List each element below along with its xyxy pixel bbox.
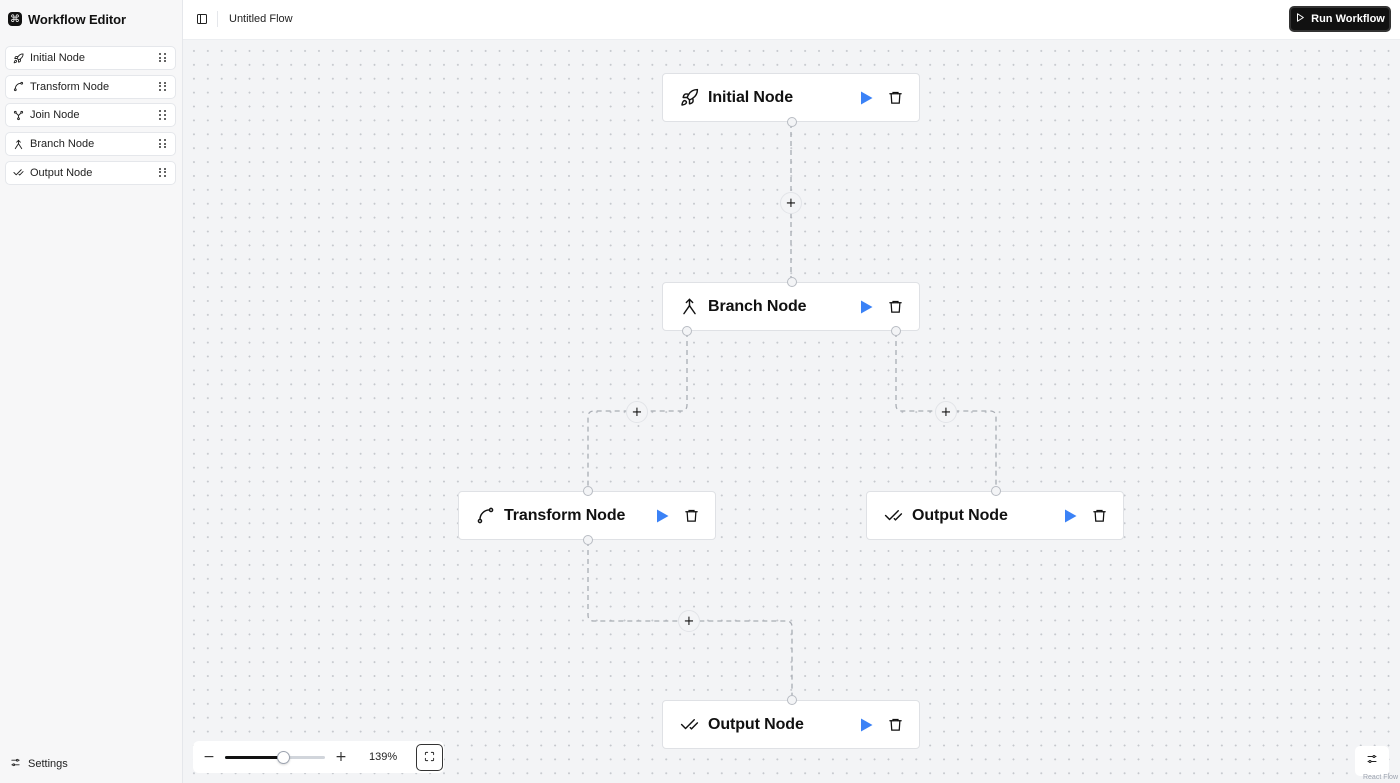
node-output-bottom[interactable]: Output Node [662,695,920,749]
palette-item-label: Output Node [30,166,93,179]
drag-handle-icon[interactable] [159,81,167,92]
source-handle-left[interactable] [682,326,692,336]
split-icon [679,297,699,317]
trash-icon[interactable] [1091,508,1107,524]
run-workflow-label: Run Workflow [1311,13,1385,25]
palette-item-join-node[interactable]: Join Node [5,103,176,128]
drag-handle-icon[interactable] [159,110,167,120]
source-handle[interactable] [583,535,593,545]
check-check-icon [13,167,24,178]
palette-item-label: Initial Node [30,52,86,64]
palette-item-label: Transform Node [30,80,110,93]
node-title: Transform Node [504,506,626,524]
palette-item-label: Join Node [30,109,80,122]
target-handle[interactable] [991,486,1001,496]
trash-icon[interactable] [887,90,903,106]
drag-handle-icon[interactable] [159,53,167,63]
run-node-icon[interactable] [859,90,873,106]
node-title: Output Node [708,715,804,733]
zoom-in-button[interactable]: + [335,749,347,765]
zoom-slider-fill [225,756,283,759]
palette-item-label: Branch Node [30,138,95,151]
command-icon: ⌘ [8,12,22,26]
node-title: Output Node [912,506,1008,524]
target-handle[interactable] [787,277,797,287]
trash-icon[interactable] [887,717,903,733]
node-output-right[interactable]: Output Node [866,486,1124,540]
canvas-settings-button[interactable] [1355,746,1389,776]
trash-icon[interactable] [887,299,903,315]
drag-handle-icon[interactable] [159,139,167,149]
sidebar-toggle-icon[interactable] [195,12,209,26]
run-node-icon[interactable] [1063,508,1077,524]
zoom-level: 139% [369,751,398,763]
node-palette: Initial Node Transform Node Join Node Br… [5,46,176,189]
target-handle[interactable] [583,486,593,496]
maximize-icon [424,749,435,767]
top-bar: Untitled Flow Run Workflow [183,0,1400,40]
run-node-icon[interactable] [859,717,873,733]
brand: ⌘ Workflow Editor [8,9,126,29]
palette-item-transform-node[interactable]: Transform Node [5,74,176,99]
split-icon [13,139,24,150]
rocket-icon [13,52,24,64]
header-divider [217,11,218,27]
app-title: Workflow Editor [28,11,126,27]
run-workflow-button[interactable]: Run Workflow [1289,6,1391,32]
check-check-icon [883,506,903,526]
settings-label: Settings [28,758,68,770]
palette-item-initial-node[interactable]: Initial Node [5,46,176,70]
sliders-icon [10,757,21,771]
spline-icon [13,81,24,92]
node-initial[interactable]: Initial Node [662,73,920,127]
play-icon [1295,12,1305,26]
zoom-out-button[interactable]: − [203,749,215,765]
fit-view-button[interactable] [416,744,443,771]
node-title: Initial Node [708,88,794,106]
sliders-icon [1366,752,1378,770]
node-title: Branch Node [708,297,807,315]
source-handle-right[interactable] [891,326,901,336]
add-node-button[interactable]: + [780,192,802,214]
react-flow-attribution[interactable]: React Flow [1362,774,1398,781]
spline-icon [475,506,495,526]
check-check-icon [679,715,699,735]
sidebar: ⌘ Workflow Editor Initial Node Transform… [0,0,183,783]
zoom-slider-thumb[interactable] [276,751,290,764]
palette-item-branch-node[interactable]: Branch Node [5,132,176,157]
add-node-button[interactable]: + [678,610,700,632]
drag-handle-icon[interactable] [159,167,167,178]
trash-icon[interactable] [683,508,699,524]
node-branch[interactable]: Branch Node [662,277,920,336]
rocket-icon [679,88,699,108]
run-node-icon[interactable] [655,508,669,524]
merge-icon [13,110,24,121]
add-node-button[interactable]: + [935,401,957,423]
zoom-controls: − + 139% [193,741,444,773]
source-handle[interactable] [787,117,797,127]
add-node-button[interactable]: + [626,401,648,423]
target-handle[interactable] [787,695,797,705]
palette-item-output-node[interactable]: Output Node [5,160,176,185]
run-node-icon[interactable] [859,299,873,315]
node-transform[interactable]: Transform Node [458,486,716,545]
zoom-slider[interactable] [225,751,325,764]
flow-title[interactable]: Untitled Flow [229,13,293,25]
flow-canvas[interactable] [183,40,1400,783]
settings-link[interactable]: Settings [10,757,68,771]
